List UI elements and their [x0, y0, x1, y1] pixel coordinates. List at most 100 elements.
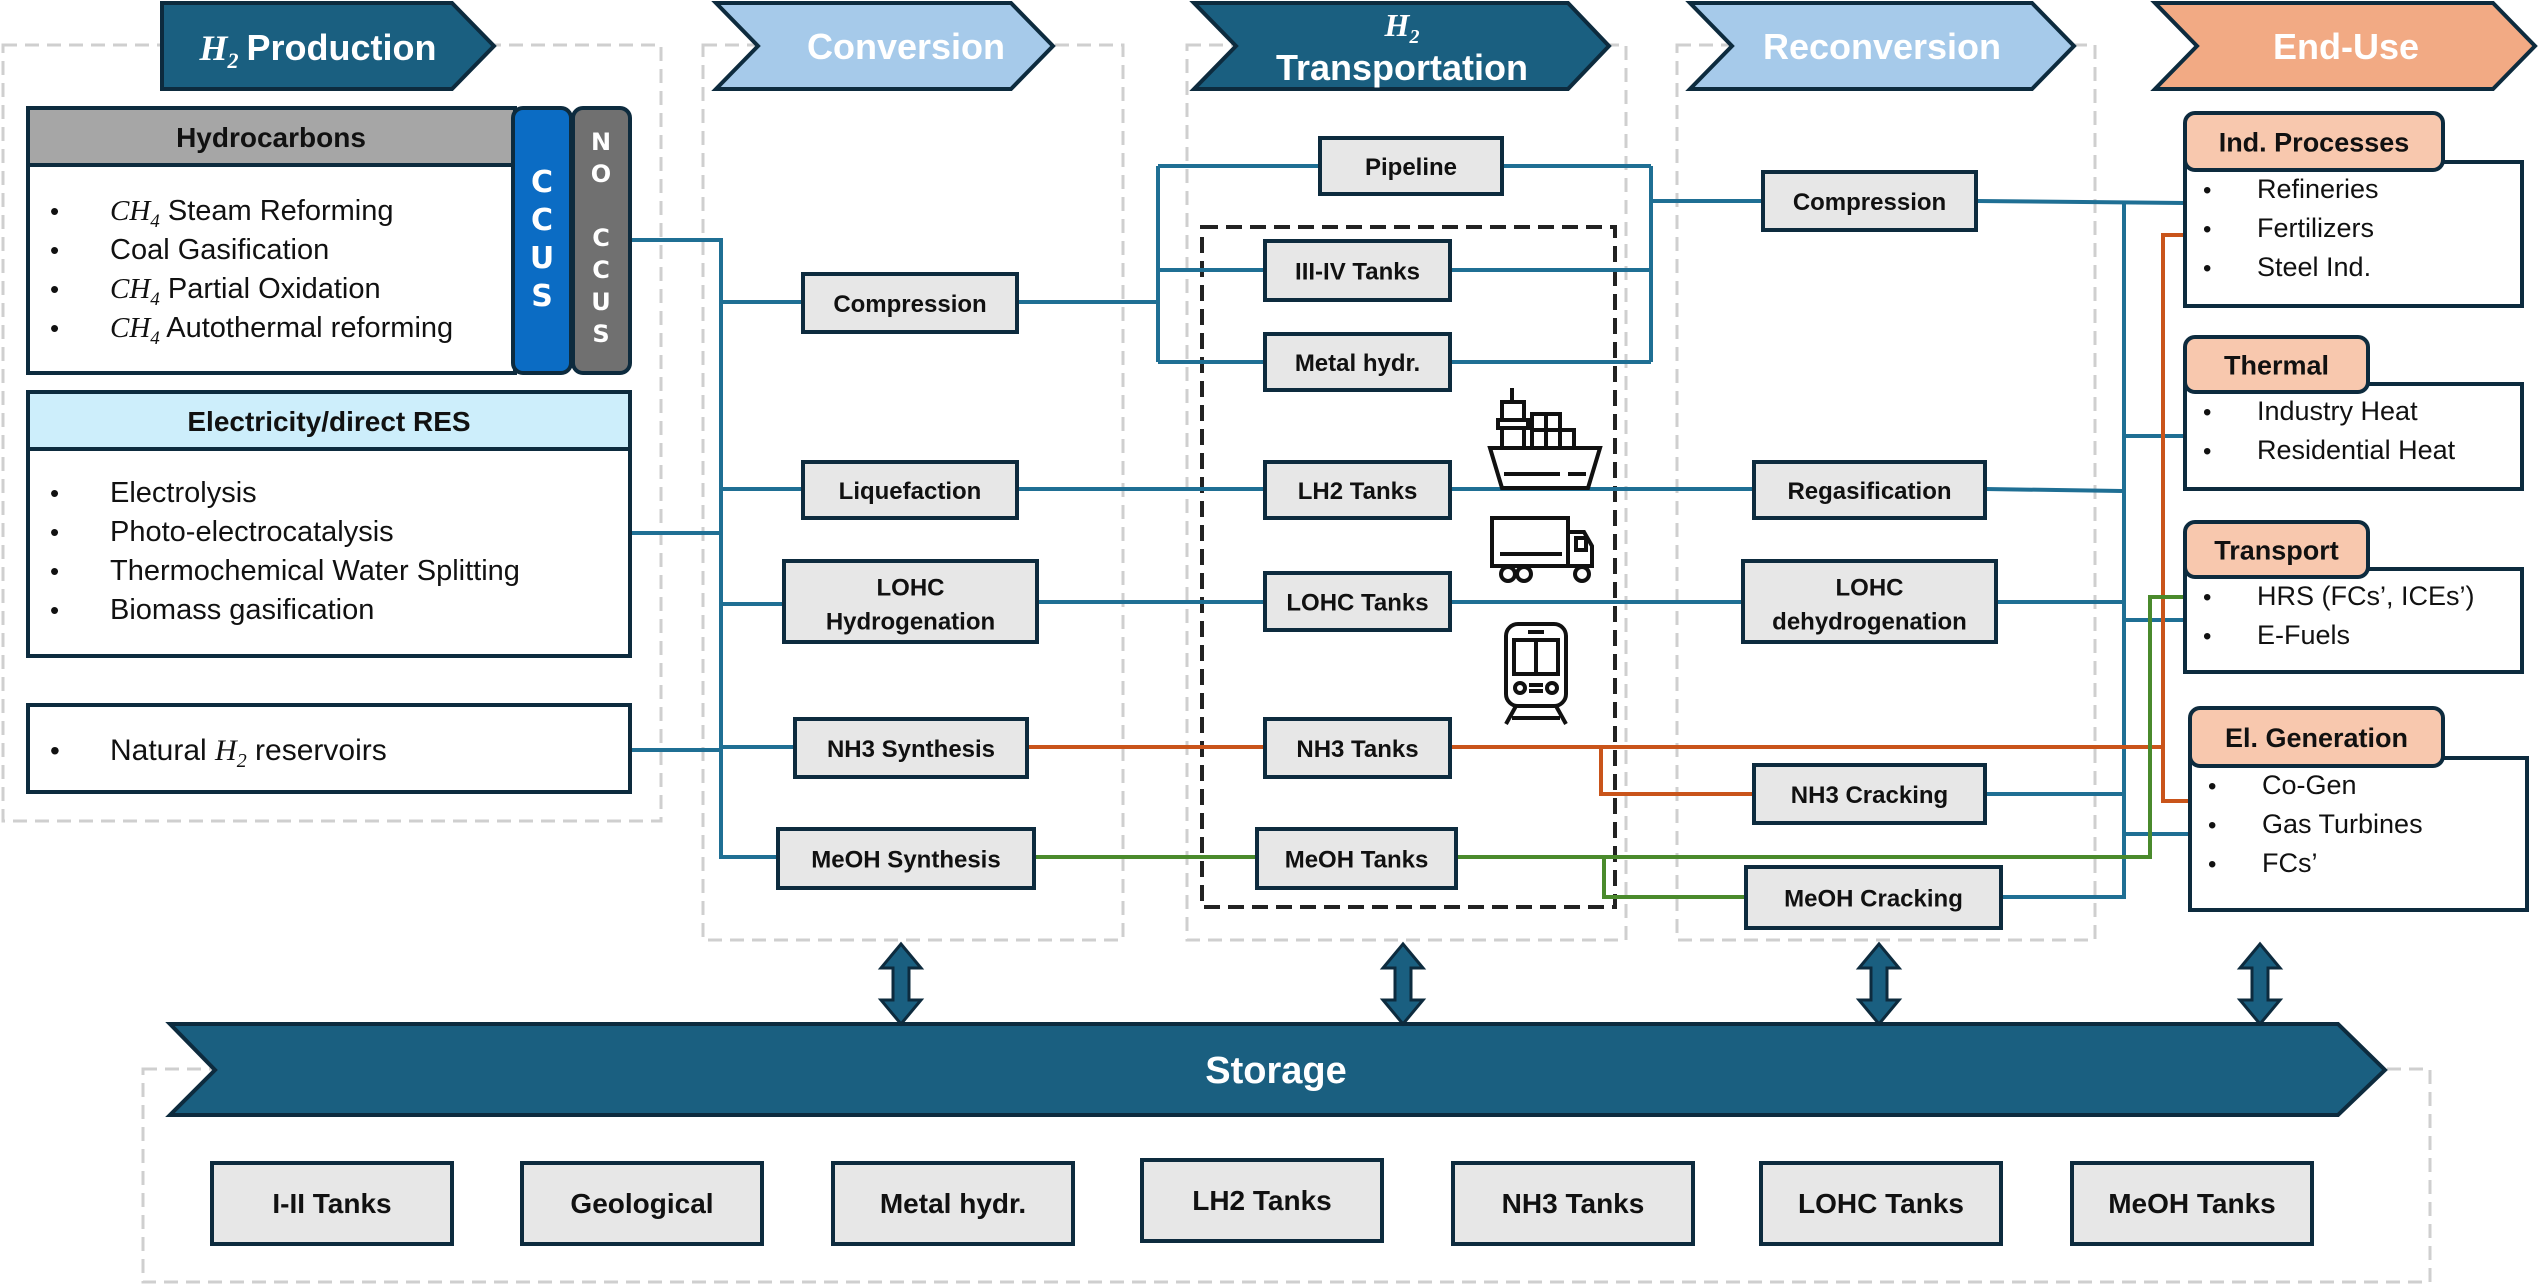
- thermal-box-tab: [2183, 335, 2370, 394]
- nh3-cracking-box[interactable]: NH3 Cracking: [1752, 763, 1987, 825]
- double-arrow-icon: [2236, 941, 2284, 1027]
- el-generation-box-tab: [2188, 706, 2445, 768]
- bullet: •: [2208, 851, 2216, 878]
- transport-enduse-box: Transport•HRS (FCs’, ICEs’)•E-Fuels: [2183, 520, 2524, 674]
- production-section: [1, 43, 663, 823]
- ccus-letter: S: [531, 279, 553, 314]
- banner-end-use-label: End-Use: [2273, 26, 2419, 67]
- hydrocarbons-item: Coal Gasification: [110, 234, 329, 266]
- ind-processes-box-title: Ind. Processes: [2219, 128, 2410, 158]
- nh3-tanks-transport-box[interactable]: NH3 Tanks: [1263, 717, 1452, 779]
- ship-icon: [1487, 388, 1603, 490]
- storage-section: [141, 1067, 2432, 1284]
- bullet: •: [2208, 773, 2216, 800]
- storage-item-box[interactable]: Metal hydr.: [831, 1161, 1075, 1246]
- regasification-box[interactable]: Regasification: [1752, 460, 1987, 520]
- storage-item-box[interactable]: I-II Tanks: [210, 1161, 454, 1246]
- iii-iv-tanks-box[interactable]: III-IV Tanks: [1263, 239, 1452, 302]
- no-ccus-letter: S: [592, 320, 609, 348]
- storage-item-label: Metal hydr.: [880, 1188, 1026, 1219]
- storage-item-box[interactable]: NH3 Tanks: [1451, 1161, 1695, 1246]
- meoh-tanks-transport-box-label: MeOH Tanks: [1285, 847, 1429, 874]
- no-ccus-bar: [571, 106, 632, 375]
- connector-lines: [630, 164, 2190, 899]
- thermal-box-item: Industry Heat: [2257, 396, 2418, 426]
- transport-enduse-box-item: HRS (FCs’, ICEs’): [2257, 581, 2475, 611]
- banner-reconversion-label: Reconversion: [1763, 26, 2001, 67]
- meoh-synthesis-box[interactable]: MeOH Synthesis: [776, 827, 1036, 890]
- bullet: •: [2203, 216, 2211, 243]
- electricity-title: Electricity/direct RES: [187, 406, 470, 437]
- storage-item-label: LOHC Tanks: [1798, 1188, 1964, 1219]
- storage-item-box[interactable]: MeOH Tanks: [2070, 1161, 2314, 1246]
- storage-item-label: LH2 Tanks: [1192, 1185, 1332, 1216]
- meoh-tanks-transport-box[interactable]: MeOH Tanks: [1255, 827, 1458, 890]
- thermal-box-item: Residential Heat: [2257, 435, 2456, 465]
- ind-processes-box-item: Refineries: [2257, 174, 2379, 204]
- bullet: •: [2203, 177, 2211, 204]
- pipeline-box[interactable]: Pipeline: [1318, 136, 1504, 196]
- liquefaction-box[interactable]: Liquefaction: [801, 460, 1019, 520]
- lohc-hydrogenation-box-label-line2: Hydrogenation: [826, 609, 995, 636]
- bullet: •: [2203, 438, 2211, 465]
- transportation-section: [1185, 43, 1628, 942]
- no-ccus-letter: C: [592, 256, 610, 284]
- bullet: •: [50, 196, 59, 226]
- meoh-cracking-box-label: MeOH Cracking: [1784, 886, 1963, 913]
- storage-item-box[interactable]: Geological: [520, 1161, 764, 1246]
- end-use-boxes: Ind. Processes • Refineries • Fertilizers • St…: [2183, 111, 2529, 912]
- storage-item-label: I-II Tanks: [272, 1188, 391, 1219]
- el-generation-box-item: FCs’: [2262, 848, 2318, 878]
- electricity-item: Electrolysis: [110, 477, 257, 509]
- electricity-item: Photo-electrocatalysis: [110, 516, 394, 548]
- el-generation-box-item: Gas Turbines: [2262, 809, 2423, 839]
- thermal-box: Thermal•Industry Heat•Residential Heat: [2183, 335, 2524, 491]
- storage-item-box[interactable]: LOHC Tanks: [1759, 1161, 2003, 1246]
- reconversion-compression-box[interactable]: Compression: [1761, 170, 1978, 232]
- tanks-transport-group: [1200, 225, 1617, 909]
- bullet: •: [50, 517, 59, 547]
- storage-item-box[interactable]: LH2 Tanks: [1140, 1158, 1384, 1243]
- ccus-letter: C: [531, 165, 553, 200]
- lohc-tanks-transport-box[interactable]: LOHC Tanks: [1263, 571, 1452, 632]
- nh3-synthesis-box[interactable]: NH3 Synthesis: [793, 717, 1029, 779]
- ind-processes-box-item: Fertilizers: [2257, 213, 2374, 243]
- meoh-cracking-box[interactable]: MeOH Cracking: [1744, 865, 2003, 930]
- bullet: •: [50, 478, 59, 508]
- electricity-item: Biomass gasification: [110, 594, 374, 626]
- metal-hydr-transport-box[interactable]: Metal hydr.: [1263, 332, 1452, 392]
- bullet: •: [2208, 812, 2216, 839]
- thermal-box-title: Thermal: [2224, 351, 2329, 381]
- ind-processes-box-tab: [2183, 111, 2445, 172]
- transport-enduse-box-item: E-Fuels: [2257, 620, 2350, 650]
- banner-storage-label: Storage: [1205, 1050, 1346, 1092]
- line-meoh-to-cracking: [1602, 857, 1746, 899]
- iii-iv-tanks-box-label: III-IV Tanks: [1295, 259, 1420, 286]
- electricity-list: •Electrolysis•Photo-electrocatalysis•The…: [50, 477, 520, 626]
- banner-end-use: End-Use: [2150, 1, 2538, 91]
- ind-processes-box-item: Steel Ind.: [2257, 252, 2371, 282]
- ccus-letter: C: [531, 203, 553, 238]
- train-icon: [1504, 622, 1568, 725]
- bullet: •: [2203, 623, 2211, 650]
- lh2-tanks-transport-box-label: LH2 Tanks: [1298, 478, 1418, 505]
- storage-item-label: Geological: [570, 1188, 713, 1219]
- lohc-hydrogenation-box[interactable]: LOHC Hydrogenation: [782, 559, 1039, 644]
- nh3-tanks-transport-box-label: NH3 Tanks: [1296, 736, 1418, 763]
- line-nh3-orange-bus: [2161, 233, 2190, 803]
- reconversion-compression-box-label: Compression: [1793, 189, 1946, 216]
- banner-conversion: Conversion: [711, 1, 1056, 91]
- lh2-tanks-transport-box[interactable]: LH2 Tanks: [1263, 460, 1452, 520]
- bullet: •: [50, 595, 59, 625]
- conversion-compression-box[interactable]: Compression: [801, 272, 1019, 334]
- bullet: •: [50, 274, 59, 304]
- conversion-compression-box-label: Compression: [833, 291, 986, 318]
- storage-arrows: [877, 941, 2284, 1027]
- lohc-hydrogenation-box-label-line1: LOHC: [877, 575, 945, 602]
